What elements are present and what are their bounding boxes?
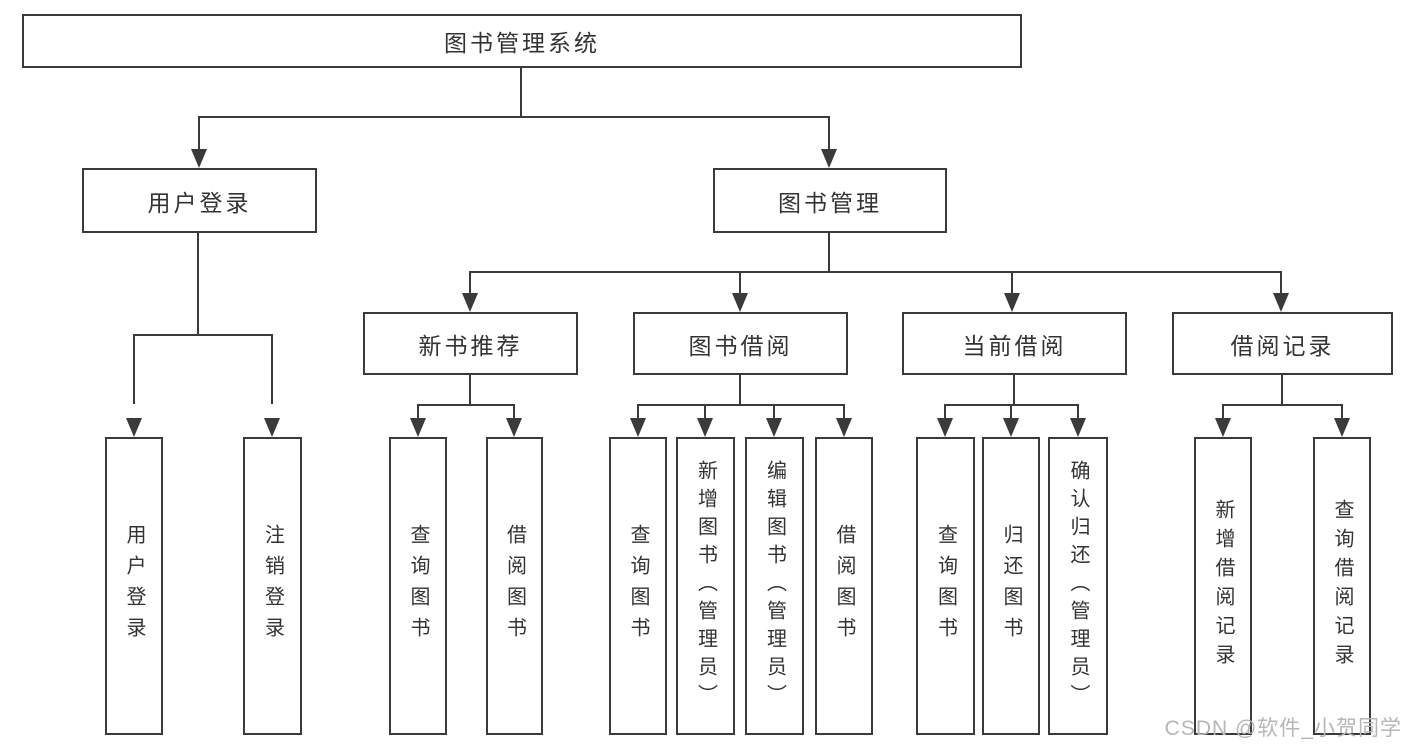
leaf-bb-add-books-admin-label: 新增图书（管理员） [694, 460, 717, 712]
connector-drop-leaf [1077, 404, 1079, 424]
arrow-down-icon [506, 418, 522, 437]
node-borrow-records: 借阅记录 [1172, 312, 1393, 375]
leaf-nr-borrow-books-label: 借阅图书 [503, 524, 526, 648]
arrow-down-icon [630, 418, 646, 437]
node-book-management-label: 图书管理 [778, 189, 882, 216]
arrow-down-icon [264, 418, 280, 437]
leaf-bb-query-books-label: 查询图书 [627, 524, 649, 648]
csdn-watermark: CSDN @软件_小贺同学 [1164, 717, 1402, 740]
node-user-login: 用户登录 [82, 168, 317, 233]
connector-drop-leaf [1222, 404, 1224, 424]
connector-nr-feed [469, 375, 471, 406]
leaf-br-add-borrow-record-label: 新增借阅记录 [1212, 499, 1234, 673]
connector-drop-current-borrow [1011, 271, 1013, 295]
connector-br-children [1222, 404, 1342, 406]
leaf-bb-add-books-admin: 新增图书（管理员） [676, 437, 735, 735]
connector-drop-leaf [417, 404, 419, 424]
node-new-book-recommend: 新书推荐 [363, 312, 578, 375]
leaf-cb-confirm-return-admin: 确认归还（管理员） [1048, 437, 1108, 735]
leaf-logout: 注销登录 [243, 437, 302, 735]
arrow-down-icon [126, 418, 142, 437]
connector-user-login-feed [197, 233, 199, 336]
node-new-book-recommend-label: 新书推荐 [418, 332, 523, 359]
arrow-down-icon [821, 149, 837, 168]
node-root-label: 图书管理系统 [444, 30, 600, 56]
node-borrow-records-label: 借阅记录 [1230, 332, 1335, 359]
connector-drop-leaf [944, 404, 946, 424]
arrow-down-icon [1215, 418, 1231, 437]
arrow-down-icon [1003, 418, 1019, 437]
connector-user-login-children [133, 334, 273, 336]
leaf-cb-query-books: 查询图书 [916, 437, 975, 735]
leaf-br-add-borrow-record: 新增借阅记录 [1194, 437, 1252, 735]
node-current-borrow-label: 当前借阅 [962, 332, 1067, 359]
leaf-bb-borrow-books-label: 借阅图书 [833, 524, 855, 648]
connector-nr-children [417, 404, 515, 406]
connector-bb-children [637, 404, 845, 406]
leaf-nr-borrow-books: 借阅图书 [486, 437, 543, 735]
connector-drop-leaf [133, 334, 135, 404]
connector-drop-leaf [843, 404, 845, 424]
arrow-down-icon [1004, 293, 1020, 312]
leaf-cb-confirm-return-admin-label: 确认归还（管理员） [1067, 460, 1089, 712]
leaf-user-login-label: 用户登录 [123, 524, 145, 648]
node-book-borrow: 图书借阅 [633, 312, 848, 375]
connector-drop-user-login [198, 116, 200, 152]
connector-drop-leaf [1010, 404, 1012, 424]
connector-drop-book-mgmt [828, 116, 830, 152]
leaf-bb-borrow-books: 借阅图书 [815, 437, 873, 735]
connector-drop-new-book [469, 271, 471, 295]
leaf-cb-query-books-label: 查询图书 [934, 524, 957, 648]
leaf-nr-query-books: 查询图书 [389, 437, 447, 735]
leaf-br-query-borrow-record: 查询借阅记录 [1313, 437, 1371, 735]
arrow-down-icon [937, 418, 953, 437]
connector-drop-book-borrow [739, 271, 741, 295]
arrow-down-icon [766, 418, 782, 437]
arrow-down-icon [732, 293, 748, 312]
connector-drop-leaf [637, 404, 639, 424]
connector-root-feed [520, 68, 522, 118]
arrow-down-icon [191, 149, 207, 168]
leaf-bb-query-books: 查询图书 [609, 437, 667, 735]
leaf-user-login: 用户登录 [105, 437, 163, 735]
leaf-br-query-borrow-record-label: 查询借阅记录 [1331, 499, 1353, 673]
connector-bb-feed [739, 375, 741, 406]
arrow-down-icon [836, 418, 852, 437]
connector-drop-leaf [513, 404, 515, 424]
arrow-down-icon [462, 293, 478, 312]
connector-level3 [469, 271, 1281, 273]
leaf-cb-return-books: 归还图书 [982, 437, 1040, 735]
connector-level2 [198, 116, 830, 118]
arrow-down-icon [410, 418, 426, 437]
node-root: 图书管理系统 [22, 14, 1022, 68]
connector-drop-borrow-records [1280, 271, 1282, 295]
leaf-bb-edit-books-admin: 编辑图书（管理员） [745, 437, 804, 735]
arrow-down-icon [1070, 418, 1086, 437]
leaf-bb-edit-books-admin-label: 编辑图书（管理员） [763, 460, 786, 712]
connector-drop-leaf [773, 404, 775, 424]
arrow-down-icon [697, 418, 713, 437]
node-current-borrow: 当前借阅 [902, 312, 1127, 375]
connector-book-mgmt-feed [828, 233, 830, 273]
node-book-borrow-label: 图书借阅 [688, 332, 793, 359]
leaf-cb-return-books-label: 归还图书 [1000, 524, 1022, 648]
node-book-management: 图书管理 [713, 168, 947, 233]
arrow-down-icon [1273, 293, 1289, 312]
connector-drop-leaf [704, 404, 706, 424]
leaf-nr-query-books-label: 查询图书 [407, 524, 429, 648]
node-user-login-label: 用户登录 [147, 189, 252, 216]
connector-drop-leaf [271, 334, 273, 404]
connector-drop-leaf [1341, 404, 1343, 424]
connector-cb-feed [1013, 375, 1015, 406]
connector-br-feed [1281, 375, 1283, 406]
arrow-down-icon [1334, 418, 1350, 437]
leaf-logout-label: 注销登录 [261, 524, 284, 648]
